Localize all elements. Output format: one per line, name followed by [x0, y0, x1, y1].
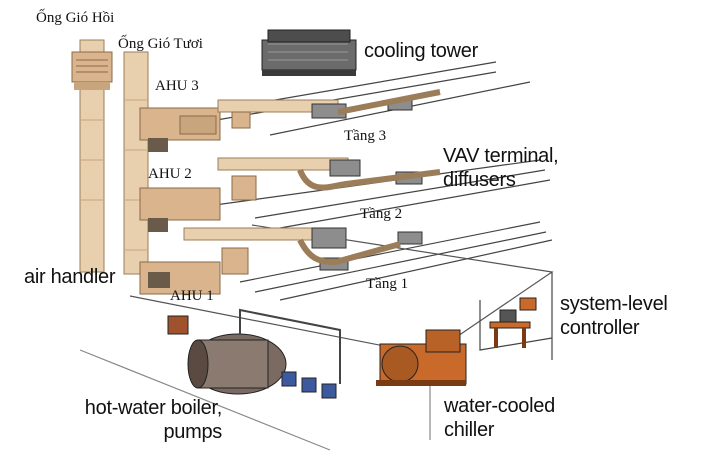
ahu-3-label: AHU 3: [155, 78, 199, 94]
chiller-label: water-cooled chiller: [444, 394, 555, 442]
floor-2-label: Tầng 2: [360, 206, 403, 222]
vav-terminal-label: VAV terminal, diffusers: [443, 144, 559, 192]
cooling-tower-label: cooling tower: [364, 40, 478, 62]
system-controller-workstation: [489, 297, 537, 348]
boiler-pumps-label: hot-water boiler, pumps: [62, 396, 223, 444]
controller-label-line-2: controller: [560, 317, 640, 339]
air-handler-label: air handler: [24, 266, 116, 288]
water-cooled-chiller: [376, 329, 467, 386]
return-air-duct: [71, 39, 113, 273]
boiler-label-line-2: pumps: [163, 421, 222, 443]
vav-terminals: [297, 89, 441, 271]
ahu-3-unit: [139, 99, 339, 152]
system-controller-label: system-level controller: [560, 292, 668, 340]
vav-label-line-2: diffusers: [443, 169, 516, 191]
floor-3-label: Tầng 3: [344, 128, 387, 144]
floor-1-label: Tầng 1: [366, 276, 409, 292]
chiller-label-line-2: chiller: [444, 419, 495, 441]
ahu-1-label: AHU 1: [170, 288, 214, 304]
boiler-and-pumps: [167, 308, 341, 399]
ahu-1-unit: [139, 227, 325, 295]
ahu-2-unit: [139, 157, 349, 232]
cooling-tower: [261, 29, 357, 76]
boiler-label-line-1: hot-water boiler,: [84, 397, 223, 419]
vav-label-line-1: VAV terminal,: [443, 145, 559, 167]
controller-label-line-1: system-level: [560, 293, 668, 315]
fresh-air-duct-label: Ống Gió Tươi: [118, 36, 203, 52]
building-floors: [79, 61, 554, 451]
chiller-label-line-1: water-cooled: [444, 395, 555, 417]
fresh-air-duct: [123, 51, 149, 275]
ahu-2-label: AHU 2: [148, 166, 192, 182]
return-duct-label: Ống Gió Hồi: [36, 10, 115, 26]
